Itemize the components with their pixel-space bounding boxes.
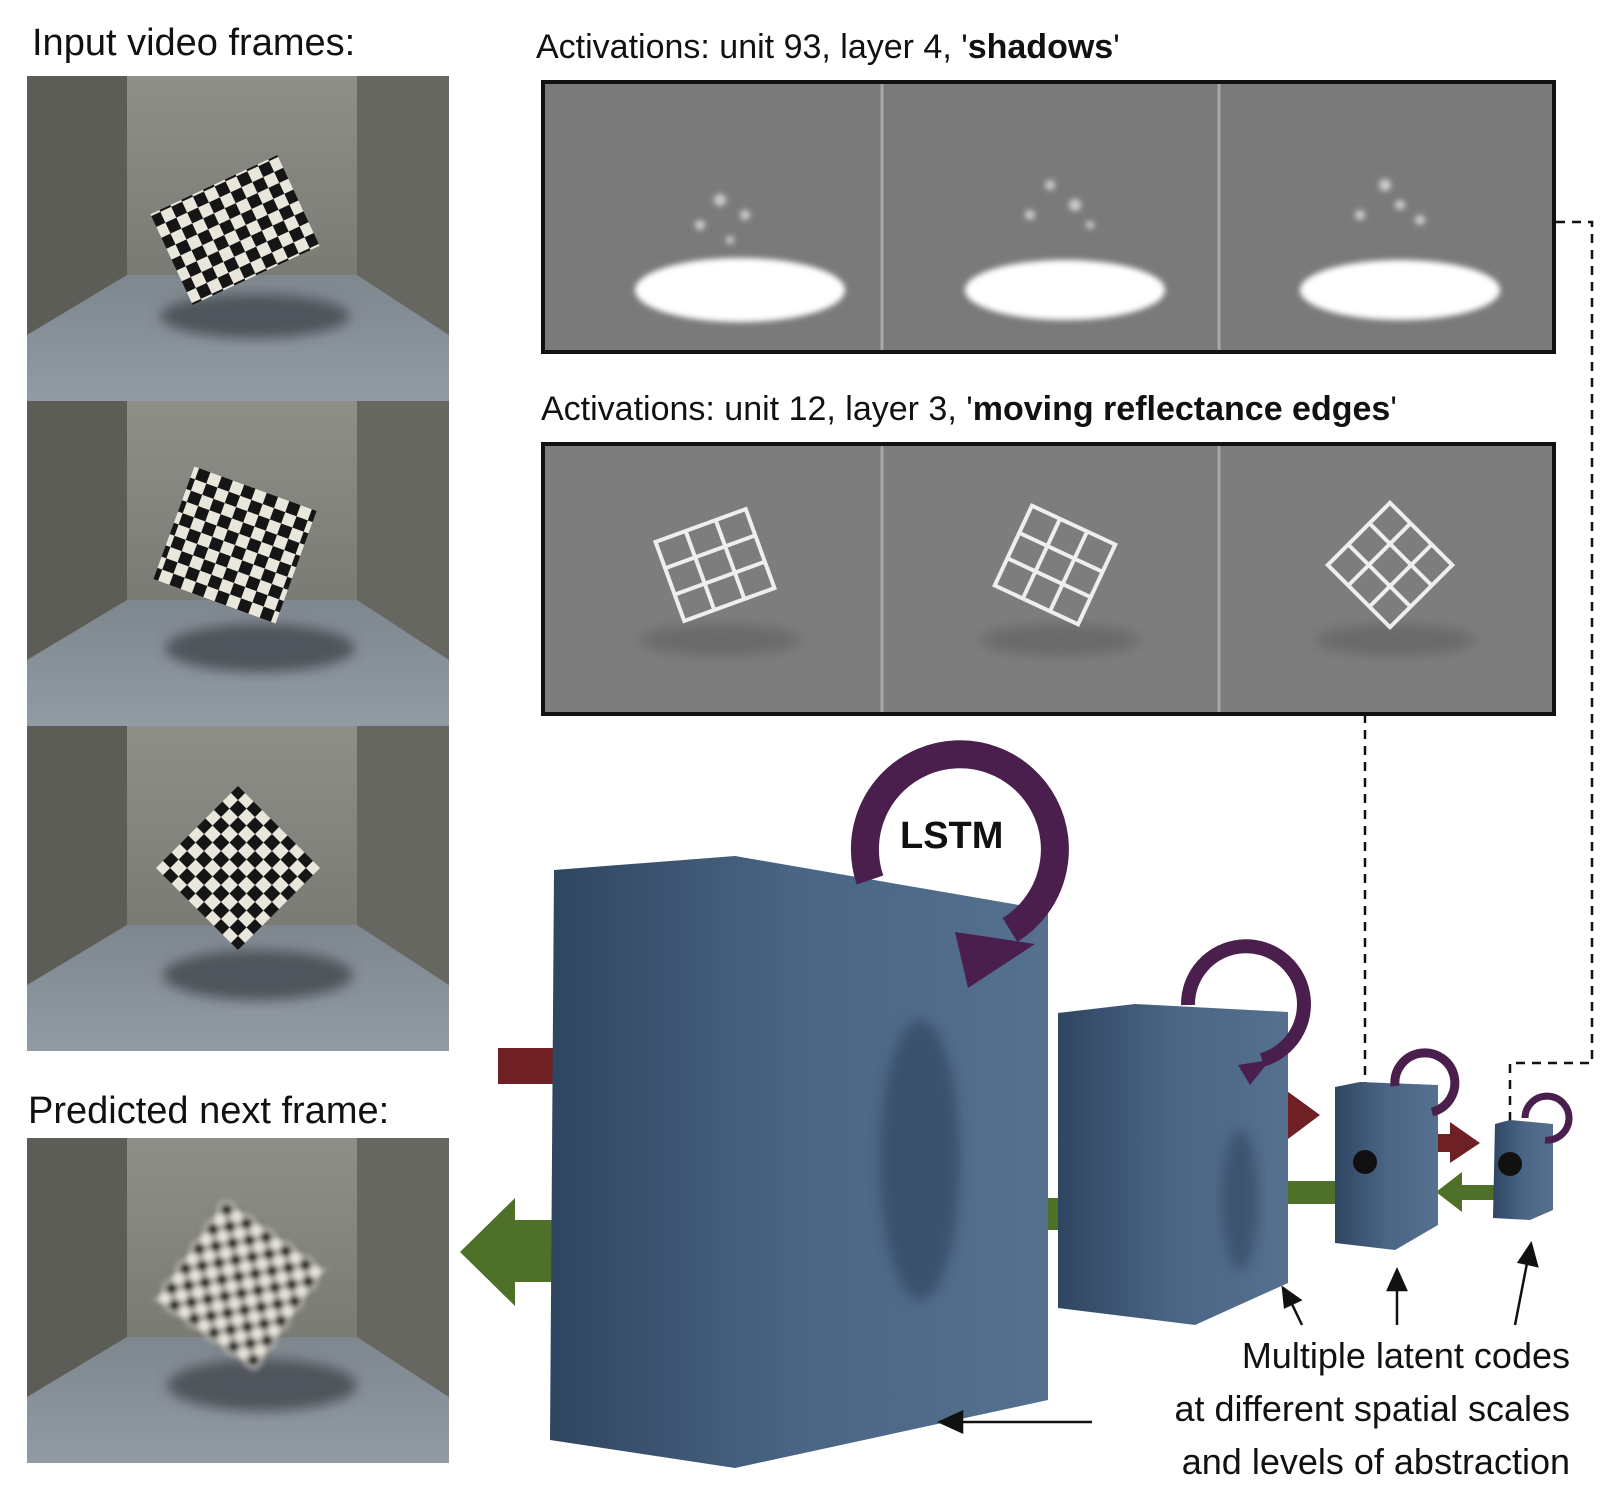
latent-caption-line-2: at different spatial scales [1174,1388,1570,1429]
lstm-loop-tiny [1521,1092,1573,1144]
predicted-frame [27,1138,449,1463]
activation-panel-edges [541,442,1556,716]
layer-block-4 [1493,1120,1553,1220]
lstm-loop-large [850,740,1069,942]
lstm-loop-medium-arrowhead [1238,1060,1270,1085]
latent-dot-layer-4 [1498,1152,1522,1176]
activation-panel-shadows [541,80,1556,354]
input-frame-3 [27,726,449,1051]
layer-block-2 [1058,1004,1288,1325]
activation-edges-suffix: ' [1390,390,1397,428]
activation-shadows-prefix: Activations: unit 93, layer 4, ' [536,28,968,66]
activation-shadows-name: shadows [967,28,1114,66]
lstm-loop-small [1390,1048,1460,1117]
latent-dot-layer-3 [1353,1150,1377,1174]
activation-edges-prefix: Activations: unit 12, layer 3, ' [541,390,973,428]
latent-caption-line-1: Multiple latent codes [1241,1335,1570,1376]
activation-edges-name: moving reflectance edges [972,390,1391,428]
activation-shadows-title: Activations: unit 93, layer 4, 'shadows' [536,28,1120,67]
lstm-label: LSTM [900,815,1004,857]
activation-edges-title: Activations: unit 12, layer 3, 'moving r… [541,390,1397,429]
latent-codes-caption: Multiple latent codes at different spati… [1050,1329,1570,1488]
input-frame-1 [27,76,449,401]
layer-block-3 [1335,1082,1438,1250]
activation-shadows-suffix: ' [1113,28,1120,66]
pointer-arrows [936,1241,1539,1434]
lstm-loop-medium [1180,939,1311,1067]
predicted-frame-label: Predicted next frame: [28,1090,390,1132]
layer-block-1 [550,856,1048,1468]
latent-caption-line-3: and levels of abstraction [1181,1441,1570,1482]
input-frames-label: Input video frames: [32,22,356,64]
input-frame-2 [27,401,449,726]
lstm-loop-large-arrowhead [955,932,1035,988]
